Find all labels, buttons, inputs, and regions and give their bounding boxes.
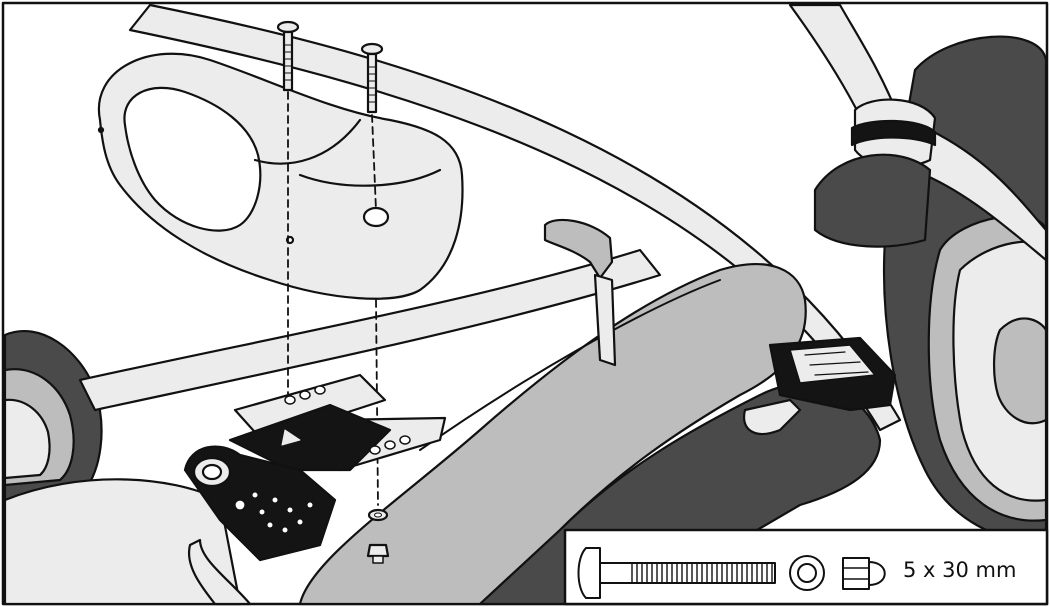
seat-bracket [183, 373, 447, 606]
seat [97, 52, 464, 300]
nut-icon [842, 557, 886, 590]
front-wheel [3, 329, 103, 502]
hardware-size-label: 5 x 30 mm [903, 558, 1017, 582]
brake-lever [543, 218, 617, 367]
carriage-bolt-icon [577, 547, 601, 599]
footrest [742, 336, 897, 435]
hardware-callout [563, 528, 1049, 606]
washer-and-nut [366, 508, 390, 564]
seat-bolt-right [360, 42, 384, 114]
rear-wheel [882, 35, 1048, 542]
seat-bolt-left [276, 20, 300, 92]
handlebar-clamp [813, 98, 937, 248]
